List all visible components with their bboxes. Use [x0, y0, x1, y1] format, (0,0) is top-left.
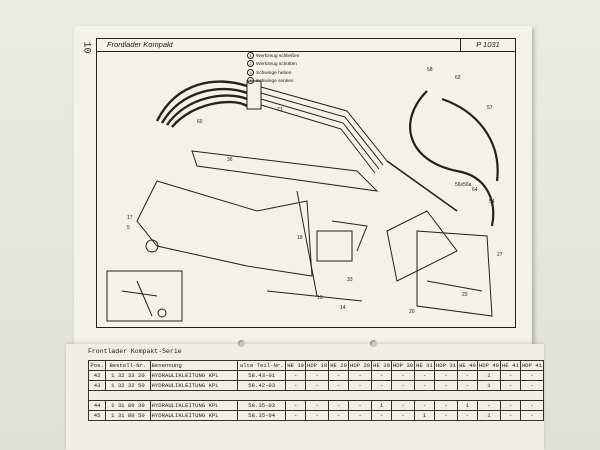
parts-table: Pos. Bestell-Nr. Benennung alte Teil-Nr.…	[87, 360, 545, 421]
svg-text:56x56a: 56x56a	[455, 182, 472, 188]
svg-text:62: 62	[455, 75, 461, 81]
loader-linework	[106, 80, 499, 322]
drawing-header: Frontlader Kompakt P 1031	[97, 39, 515, 52]
svg-text:23: 23	[462, 292, 468, 298]
svg-text:58: 58	[427, 67, 433, 73]
svg-text:13: 13	[317, 295, 323, 301]
binding-hole	[238, 340, 245, 347]
svg-text:17: 17	[127, 215, 133, 221]
svg-text:27: 27	[497, 252, 503, 258]
binding-hole	[370, 340, 377, 347]
svg-text:64: 64	[472, 187, 478, 193]
svg-text:33: 33	[347, 277, 353, 283]
svg-text:20: 20	[409, 309, 415, 315]
svg-text:36: 36	[227, 157, 233, 163]
svg-text:57: 57	[487, 105, 493, 111]
callout-numbers: 58 62 57 64 54 27 23 33 13 14 20 17 5 60…	[127, 67, 503, 315]
table-spacer	[88, 390, 544, 401]
svg-text:14: 14	[340, 305, 346, 311]
svg-text:60: 60	[197, 119, 203, 125]
series-title: Frontlader Kompakt-Serie	[88, 348, 182, 355]
svg-text:19: 19	[297, 235, 303, 241]
svg-text:71: 71	[277, 107, 283, 113]
parts-list-page: Frontlader Kompakt-Serie Pos. Bestell-Nr…	[66, 340, 545, 450]
table-header-row: Pos. Bestell-Nr. Benennung alte Teil-Nr.…	[87, 360, 545, 371]
svg-text:5: 5	[127, 225, 130, 231]
exploded-parts-drawing: 58 62 57 64 54 27 23 33 13 14 20 17 5 60…	[106, 67, 503, 322]
drawing-title: Frontlader Kompakt	[107, 40, 173, 49]
page-number: 10	[80, 41, 92, 54]
svg-text:54: 54	[489, 199, 495, 205]
drawing-code: P 1031	[460, 39, 515, 51]
